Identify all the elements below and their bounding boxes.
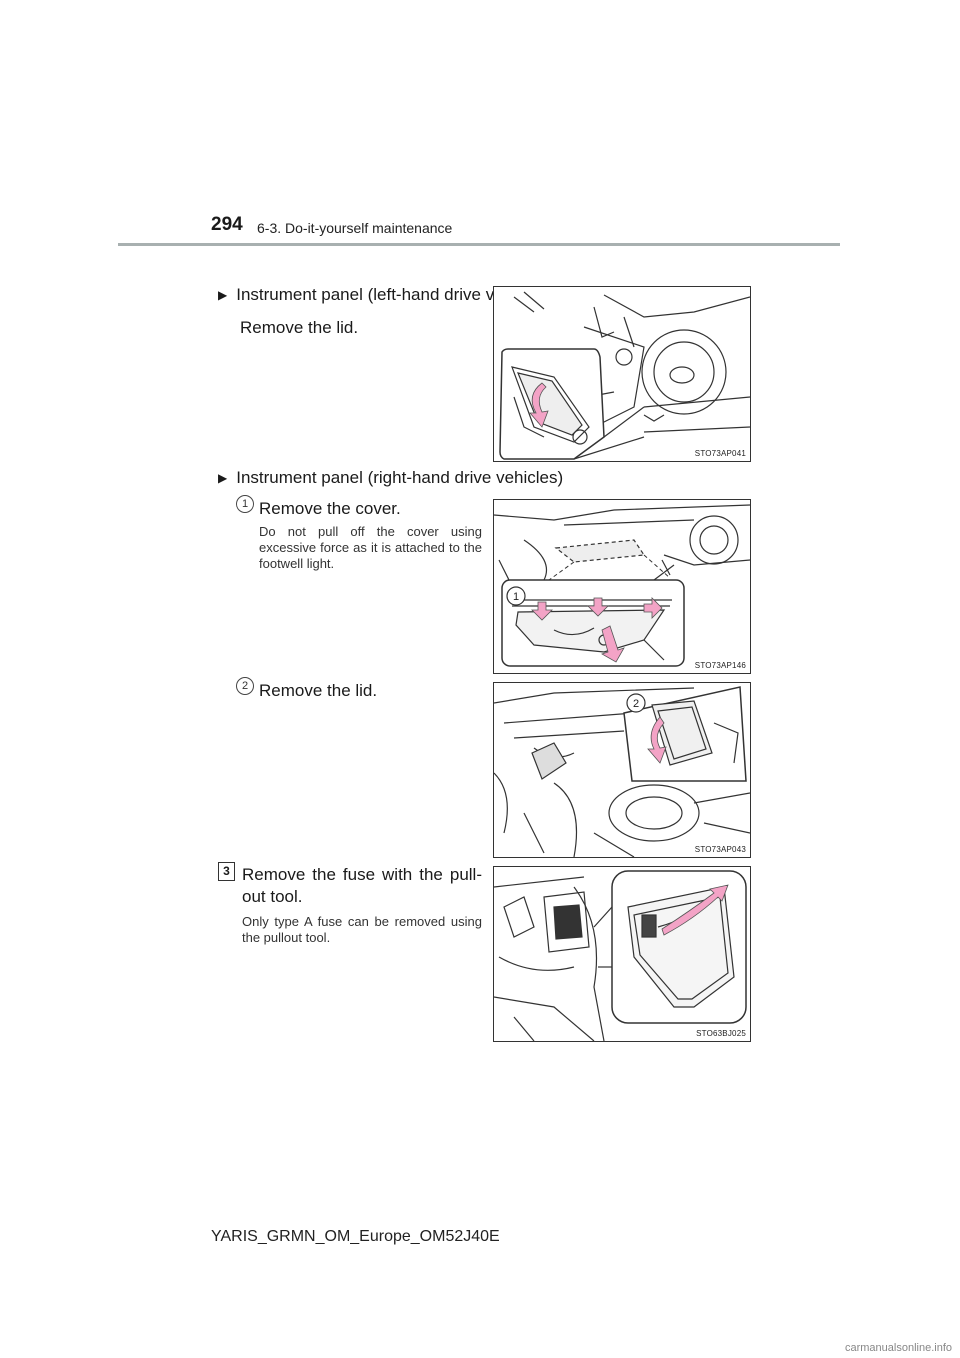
rhd-lid-illustration: 2: [494, 686, 750, 857]
watermark: carmanualsonline.info: [844, 1342, 952, 1354]
figure-callout-2: 2: [633, 698, 639, 710]
step-marker-2: 2: [236, 677, 254, 695]
down-arrow-icon: [531, 601, 553, 621]
lhd-figure-code: STO73AP041: [694, 449, 746, 458]
right-arrow-icon: [643, 597, 663, 619]
lhd-illustration: [499, 291, 750, 460]
lhd-heading: ▶ Instrument panel (left-hand drive vehic…: [218, 285, 553, 305]
rhd-step2-instruction: Remove the lid.: [259, 681, 378, 700]
rhd-lid-figure-code: STO73AP043: [694, 845, 746, 854]
fuse-figure: STO63BJ025: [493, 866, 751, 1042]
lhd-instruction: Remove the lid.: [240, 318, 359, 337]
down-arrow-icon: [529, 382, 549, 428]
rhd-step1-note: Do not pull off the cover using excessiv…: [259, 524, 482, 571]
rhd-cover-figure-code: STO73AP146: [694, 661, 746, 670]
lhd-figure: STO73AP041: [493, 286, 751, 462]
bullet-triangle-icon: ▶: [218, 288, 228, 302]
step3-instruction: Remove the fuse with the pull- out tool.: [242, 864, 482, 908]
rhd-heading: ▶ Instrument panel (right-hand drive vehi…: [218, 468, 563, 488]
document-id: YARIS_GRMN_OM_Europe_OM52J40E: [211, 1228, 500, 1245]
down-arrow-icon: [647, 716, 667, 764]
rhd-cover-illustration: 1: [494, 504, 750, 667]
figure-callout-1: 1: [513, 591, 519, 603]
down-arrow-icon: [601, 625, 625, 663]
step3-instruction-line2: out tool.: [242, 887, 303, 906]
section-title: 6-3. Do-it-yourself maintenance: [257, 220, 453, 236]
page-number: 294: [211, 214, 243, 235]
lhd-heading-text: Instrument panel (left-hand drive vehicl…: [236, 285, 553, 304]
rhd-heading-text: Instrument panel (right-hand drive vehic…: [236, 468, 564, 487]
step3-note: Only type A fuse can be removed using th…: [242, 914, 482, 945]
header-divider: [118, 243, 840, 246]
step3-instruction-line1: Remove the fuse with the pull-: [242, 865, 482, 884]
rhd-cover-figure: 1 STO73AP146: [493, 499, 751, 674]
rhd-step1-instruction: Remove the cover.: [259, 499, 401, 518]
bullet-triangle-icon: ▶: [218, 471, 228, 485]
rhd-lid-figure: 2 STO73AP043: [493, 682, 751, 858]
fuse-figure-code: STO63BJ025: [696, 1029, 746, 1038]
down-arrow-icon: [587, 597, 609, 617]
fuse-illustration: [494, 870, 747, 1041]
step-marker-3: 3: [218, 862, 235, 881]
curved-arrow-icon: [661, 884, 729, 936]
step-marker-1: 1: [236, 495, 254, 513]
